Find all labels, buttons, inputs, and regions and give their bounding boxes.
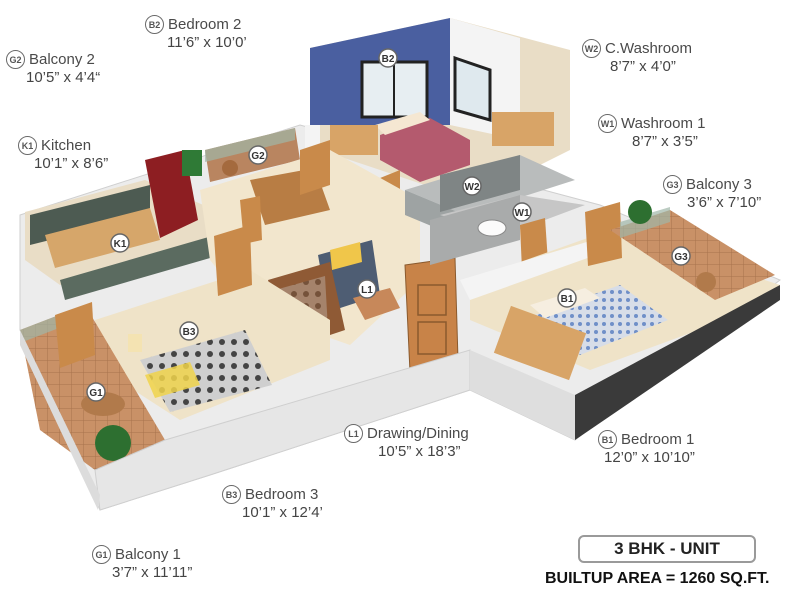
room-name: C.Washroom bbox=[605, 39, 692, 57]
room-tag-w1-marker: W1 bbox=[512, 202, 532, 222]
room-code-badge: B2 bbox=[145, 15, 164, 34]
bedroom-3-room bbox=[95, 225, 330, 420]
room-name: Bedroom 1 bbox=[621, 430, 695, 448]
room-dimensions: 3’6” x 7’10” bbox=[687, 194, 762, 211]
room-name: Drawing/Dining bbox=[367, 424, 469, 442]
svg-text:B1: B1 bbox=[561, 294, 574, 305]
room-dimensions: 12’0” x 10’10” bbox=[604, 449, 695, 466]
room-code-badge: G2 bbox=[6, 50, 25, 69]
room-name: Bedroom 2 bbox=[168, 15, 242, 33]
balcony-3 bbox=[610, 200, 775, 300]
room-code-badge: L1 bbox=[344, 424, 363, 443]
svg-text:B3: B3 bbox=[183, 327, 196, 338]
room-tag-w2-marker: W2 bbox=[462, 176, 482, 196]
svg-text:W1: W1 bbox=[515, 208, 530, 219]
room-code-badge: B1 bbox=[598, 430, 617, 449]
room-code-badge: W1 bbox=[598, 114, 617, 133]
unit-type-text: 3 BHK - UNIT bbox=[614, 539, 720, 558]
room-dimensions: 8’7” x 4’0” bbox=[610, 58, 676, 75]
svg-text:K1: K1 bbox=[114, 239, 127, 250]
bedroom-2-room bbox=[305, 18, 570, 222]
room-name: Balcony 1 bbox=[115, 545, 181, 563]
room-code-badge: G3 bbox=[663, 175, 682, 194]
room-dimensions: 10’5” x 4’4“ bbox=[26, 69, 101, 86]
room-name: Balcony 2 bbox=[29, 50, 95, 68]
svg-text:L1: L1 bbox=[361, 285, 373, 296]
room-tag-g1-marker: G1 bbox=[86, 382, 106, 402]
room-code-badge: G1 bbox=[92, 545, 111, 564]
room-tag-l1-marker: L1 bbox=[357, 279, 377, 299]
svg-text:W2: W2 bbox=[465, 182, 480, 193]
room-tag-b1-marker: B1 bbox=[557, 288, 577, 308]
room-code-badge: W2 bbox=[582, 39, 601, 58]
room-dimensions: 11’6” x 10’0’ bbox=[167, 34, 247, 51]
kitchen-room bbox=[25, 150, 255, 300]
room-name: Bedroom 3 bbox=[245, 485, 319, 503]
svg-text:B2: B2 bbox=[382, 54, 395, 65]
room-dimensions: 10’1” x 12’4’ bbox=[242, 504, 323, 521]
room-tag-k1-marker: K1 bbox=[110, 233, 130, 253]
washroom-1 bbox=[430, 195, 585, 270]
room-code-badge: B3 bbox=[222, 485, 241, 504]
room-tag-b2-marker: B2 bbox=[378, 48, 398, 68]
room-dimensions: 10’1” x 8’6” bbox=[34, 155, 109, 172]
svg-text:G2: G2 bbox=[251, 151, 265, 162]
svg-text:G3: G3 bbox=[674, 252, 688, 263]
room-dimensions: 3’7” x 11’11” bbox=[112, 564, 193, 581]
room-code-badge: K1 bbox=[18, 136, 37, 155]
room-name: Kitchen bbox=[41, 136, 92, 154]
builtup-area-text: BUILTUP AREA = 1260 SQ.FT. bbox=[545, 570, 770, 587]
room-tag-g2-marker: G2 bbox=[248, 145, 268, 165]
room-name: Washroom 1 bbox=[621, 114, 706, 132]
unit-type-badge: 3 BHK - UNIT bbox=[578, 535, 756, 563]
room-dimensions: 8’7” x 3’5” bbox=[632, 133, 698, 150]
room-dimensions: 10’5” x 18’3” bbox=[378, 443, 461, 460]
room-tag-g3-marker: G3 bbox=[671, 246, 691, 266]
svg-text:G1: G1 bbox=[89, 388, 103, 399]
room-name: Balcony 3 bbox=[686, 175, 752, 193]
room-tag-b3-marker: B3 bbox=[179, 321, 199, 341]
